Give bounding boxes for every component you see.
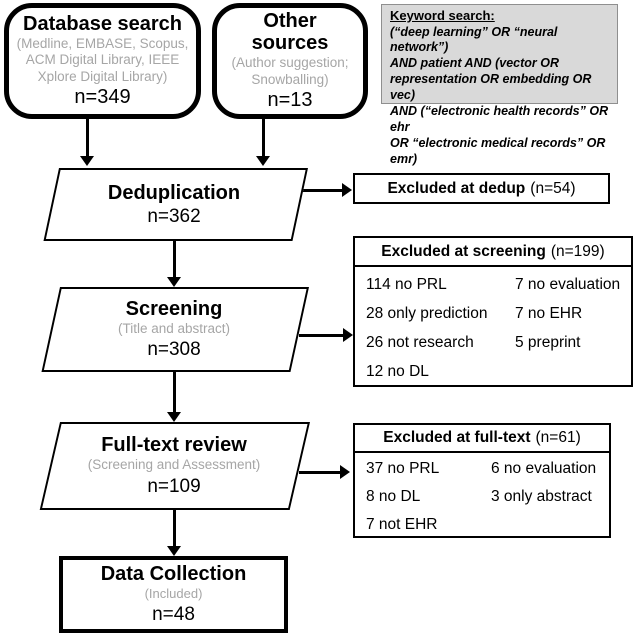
other-sources-count: n=13 xyxy=(267,89,313,112)
dedup-count: n=362 xyxy=(147,205,201,227)
excluded-screening-box: Excluded at screening (n=199) 114 no PRL… xyxy=(353,236,633,387)
data-collection-subtitle: (Included) xyxy=(144,586,203,602)
screening-count: n=308 xyxy=(147,339,201,361)
fulltext-stage: Full-text review (Screening and Assessme… xyxy=(48,422,300,510)
excluded-screening-count: (n=199) xyxy=(550,242,605,260)
arrow-database-to-dedup xyxy=(86,119,89,157)
exclusion-reason: 7 no EHR xyxy=(515,304,583,322)
excluded-fulltext-title: Excluded at full-text xyxy=(383,429,531,446)
screening-subtitle: (Title and abstract) xyxy=(117,320,231,336)
exclusion-reason: 12 no DL xyxy=(366,362,429,380)
arrow-fulltext-to-excluded xyxy=(299,471,341,474)
other-sources-subtitle: (Author suggestion; Snowballing) xyxy=(231,55,349,87)
exclusion-reason: 37 no PRL xyxy=(366,460,440,477)
excluded-fulltext-left-column: 37 no PRL 8 no DL 7 not EHR xyxy=(366,455,439,539)
data-collection-count: n=48 xyxy=(152,603,195,625)
excluded-screening-header: Excluded at screening (n=199) xyxy=(355,238,631,267)
database-search-title: Database search xyxy=(23,12,182,35)
dedup-title: Deduplication xyxy=(107,181,241,204)
database-search-subtitle: (Medline, EMBASE, Scopus, ACM Digital Li… xyxy=(16,35,189,84)
excluded-fulltext-right-column: 6 no evaluation 3 only abstract xyxy=(491,455,596,511)
other-sources-box: Other sources (Author suggestion; Snowba… xyxy=(212,3,368,119)
arrow-fulltext-to-collection xyxy=(173,510,176,547)
screening-stage: Screening (Title and abstract) n=308 xyxy=(48,287,300,372)
fulltext-subtitle: (Screening and Assessment) xyxy=(87,457,261,473)
excluded-dedup-box: Excluded at dedup (n=54) xyxy=(353,173,610,204)
exclusion-reason: 3 only abstract xyxy=(491,488,592,505)
arrow-screening-to-excluded xyxy=(299,334,344,337)
exclusion-reason: 28 only prediction xyxy=(366,304,488,322)
excluded-dedup-title: Excluded at dedup xyxy=(387,179,526,197)
excluded-screening-left-column: 114 no PRL 28 only prediction 26 not res… xyxy=(366,270,488,386)
data-collection-title: Data Collection xyxy=(100,563,247,586)
arrow-screening-to-fulltext xyxy=(173,372,176,413)
arrow-dedup-to-screening xyxy=(173,241,176,278)
database-search-box: Database search (Medline, EMBASE, Scopus… xyxy=(4,3,201,119)
exclusion-reason: 7 no evaluation xyxy=(515,275,621,293)
exclusion-reason: 7 not EHR xyxy=(366,516,438,533)
keyword-query-line: AND (“electronic health records” OR ehr xyxy=(390,103,609,134)
fulltext-count: n=109 xyxy=(147,475,201,497)
keyword-query-line: OR “electronic medical records” OR emr) xyxy=(390,135,606,166)
excluded-fulltext-box: Excluded at full-text (n=61) 37 no PRL 8… xyxy=(353,423,611,538)
exclusion-reason: 6 no evaluation xyxy=(491,460,597,477)
data-collection-box: Data Collection (Included) n=48 xyxy=(59,556,288,633)
exclusion-reason: 114 no PRL xyxy=(366,275,447,293)
arrow-other-to-dedup xyxy=(262,119,265,157)
exclusion-reason: 5 preprint xyxy=(515,333,581,351)
excluded-dedup-header: Excluded at dedup (n=54) xyxy=(355,175,608,202)
excluded-screening-right-column: 7 no evaluation 7 no EHR 5 preprint xyxy=(515,270,620,357)
exclusion-reason: 26 not research xyxy=(366,333,474,351)
excluded-screening-title: Excluded at screening xyxy=(381,242,546,260)
excluded-dedup-count: (n=54) xyxy=(530,179,576,197)
excluded-fulltext-header: Excluded at full-text (n=61) xyxy=(355,425,609,453)
other-sources-title: Other sources xyxy=(251,9,329,55)
arrow-dedup-to-excluded xyxy=(303,189,343,192)
keyword-search-note: Keyword search: (“deep learning” OR “neu… xyxy=(381,4,618,166)
keyword-query-line: representation OR embedding OR vec) xyxy=(390,72,592,102)
exclusion-reason: 8 no DL xyxy=(366,488,421,505)
excluded-fulltext-count: (n=61) xyxy=(535,429,581,446)
database-search-count: n=349 xyxy=(74,86,131,109)
keyword-query-line: AND patient AND (vector OR xyxy=(390,56,559,71)
fulltext-title: Full-text review xyxy=(101,434,247,457)
screening-title: Screening xyxy=(125,297,223,320)
keyword-search-title: Keyword search: xyxy=(390,8,495,23)
keyword-query-line: (“deep learning” OR “neural network”) xyxy=(390,24,558,55)
dedup-stage: Deduplication n=362 xyxy=(48,168,300,241)
